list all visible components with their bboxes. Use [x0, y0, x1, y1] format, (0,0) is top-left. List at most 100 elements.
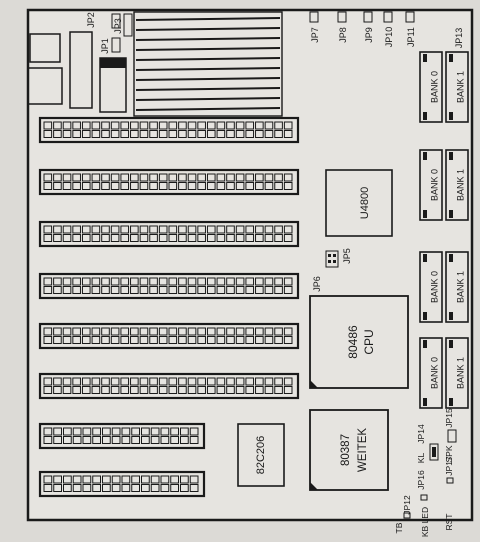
- expansion-slot: [38, 168, 300, 196]
- chip-notch: [100, 58, 126, 68]
- io-connector-line: [135, 57, 281, 61]
- slot-contact: [81, 327, 91, 336]
- slot-contact: [130, 173, 139, 182]
- jp17-jumper: [446, 477, 454, 484]
- slot-contact: [180, 427, 189, 436]
- slot-contact: [178, 121, 187, 130]
- bank-1-clip: [449, 112, 453, 120]
- slot-contact: [91, 386, 101, 394]
- slot-outline: [38, 322, 300, 350]
- slot-contact: [226, 386, 235, 394]
- bios-chip: [69, 31, 93, 109]
- slot-contact: [189, 475, 199, 484]
- slot-contact: [168, 173, 178, 182]
- slot-contact: [141, 475, 150, 484]
- slot-contact: [82, 436, 92, 444]
- slot-contact: [110, 225, 120, 234]
- slot-contact: [139, 377, 149, 386]
- slot-contact: [62, 386, 72, 394]
- jumper-block: [123, 13, 133, 37]
- slot-contact: [274, 121, 283, 130]
- slot-contact: [91, 121, 101, 130]
- slot-contact: [111, 427, 121, 436]
- slot-contact: [149, 336, 158, 344]
- slot-contact: [101, 336, 110, 344]
- slot-contact: [206, 336, 216, 344]
- slot-contact: [53, 386, 62, 394]
- bank-1-socket: [445, 251, 469, 323]
- slot-contact: [170, 427, 179, 436]
- slot-contact: [216, 327, 226, 336]
- jp5-jumper: [325, 250, 339, 268]
- slot-contact: [150, 427, 160, 436]
- slot-contact: [168, 121, 178, 130]
- slot-contact: [139, 182, 149, 190]
- bank-1-label: BANK 1: [455, 169, 465, 201]
- slot-contact: [120, 327, 130, 336]
- slot-contact: [255, 327, 264, 336]
- slot-contact: [101, 130, 110, 138]
- slot-contact: [226, 286, 235, 294]
- jp14-label: JP14: [416, 424, 426, 444]
- slot-contact: [101, 377, 110, 386]
- jumper-block: [111, 13, 121, 29]
- slot-contact: [72, 377, 81, 386]
- slot-contact: [180, 436, 189, 444]
- slot-contact: [120, 121, 130, 130]
- slot-contact: [130, 277, 139, 286]
- slot-contact: [82, 427, 92, 436]
- slot-contact: [264, 182, 274, 190]
- slot-contact: [283, 277, 293, 286]
- slot-contact: [102, 427, 111, 436]
- io-connector-block: [133, 11, 283, 117]
- jumper-pin: [333, 254, 336, 257]
- jp1-label: JP1: [100, 38, 110, 54]
- bank-0-clip: [423, 340, 427, 348]
- slot-contact: [102, 475, 111, 484]
- slot-contact: [130, 286, 139, 294]
- slot-contact: [91, 286, 101, 294]
- slot-contact: [110, 336, 120, 344]
- slot-contact: [264, 377, 274, 386]
- slot-contact: [43, 173, 53, 182]
- slot-contact: [158, 234, 168, 242]
- slot-contact: [178, 225, 187, 234]
- slot-contact: [110, 386, 120, 394]
- slot-contact: [149, 386, 158, 394]
- slot-contact: [216, 286, 226, 294]
- slot-outline: [38, 470, 206, 498]
- slot-contact: [53, 475, 62, 484]
- slot-contact: [101, 386, 110, 394]
- pin1-marker: [310, 482, 318, 490]
- bank-0-socket: [419, 51, 443, 123]
- slot-contact: [168, 234, 178, 242]
- slot-contact: [189, 427, 199, 436]
- slot-contact: [139, 386, 149, 394]
- slot-contact: [101, 327, 110, 336]
- slot-contact: [226, 121, 235, 130]
- slot-contact: [110, 182, 120, 190]
- slot-contact: [216, 386, 226, 394]
- slot-contact: [120, 225, 130, 234]
- slot-contact: [245, 173, 255, 182]
- slot-contact: [120, 182, 130, 190]
- chipset-label: 82C206: [255, 436, 267, 475]
- slot-contact: [255, 277, 264, 286]
- slot-contact: [72, 386, 81, 394]
- slot-contact: [62, 182, 72, 190]
- slot-contact: [72, 225, 81, 234]
- slot-contact: [274, 225, 283, 234]
- chipset-82c206: [237, 423, 285, 487]
- slot-contact: [255, 234, 264, 242]
- slot-contact: [197, 286, 206, 294]
- slot-contact: [197, 121, 206, 130]
- slot-contact: [131, 436, 140, 444]
- slot-contact: [102, 436, 111, 444]
- slot-contact: [216, 182, 226, 190]
- jumper-block: [405, 11, 415, 23]
- slot-contact: [149, 286, 158, 294]
- slot-contact: [168, 386, 178, 394]
- slot-contact: [53, 484, 62, 492]
- slot-contact: [206, 121, 216, 130]
